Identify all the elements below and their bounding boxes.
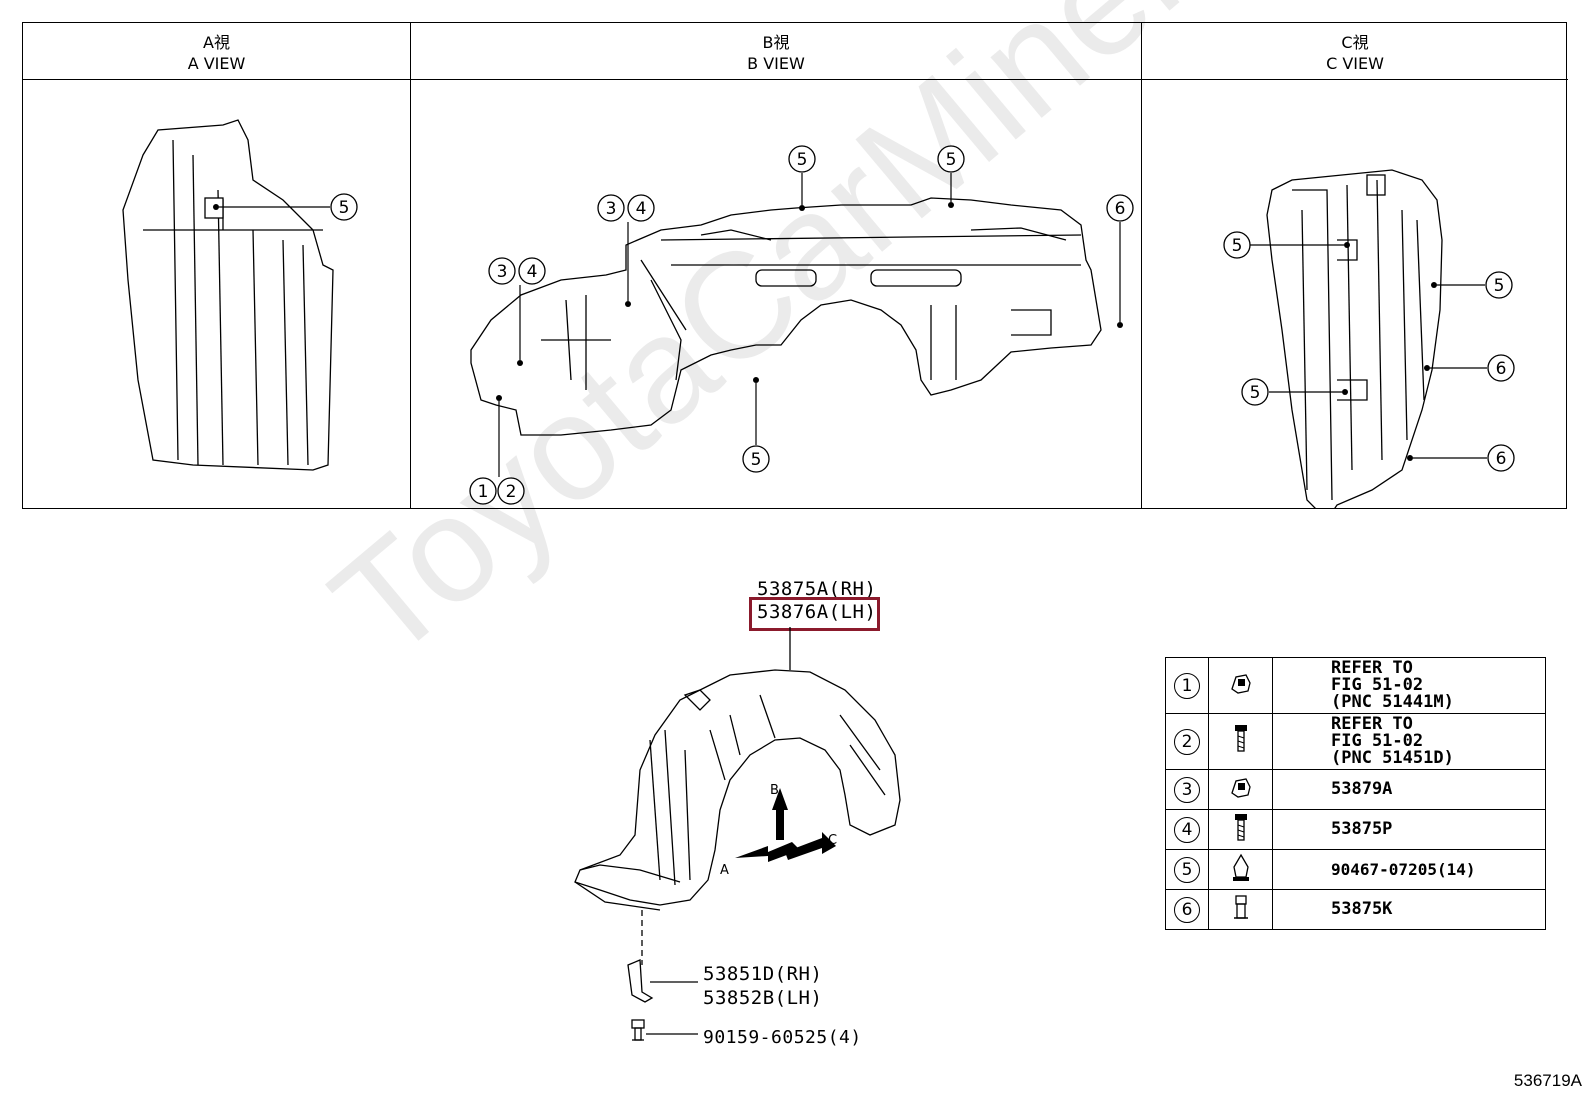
main-part-lh-label[interactable]: 53876A(LH) — [757, 601, 877, 623]
bolt-shape — [631, 1019, 645, 1041]
a-view-title-jp: A視 — [203, 33, 230, 52]
legend-num-4: 4 — [1174, 816, 1200, 843]
svg-text:6: 6 — [1496, 359, 1507, 379]
callout-c6-lower: 6 — [1487, 444, 1515, 472]
callout-b1: 1 — [469, 477, 497, 505]
svg-text:3: 3 — [497, 262, 508, 282]
direction-a-label: A — [720, 863, 729, 878]
main-part-highlight — [749, 597, 880, 631]
direction-c-label: C — [828, 833, 837, 848]
callout-b2: 2 — [497, 477, 525, 505]
screw-icon — [1234, 813, 1247, 841]
callout-c5-lower-left: 5 — [1241, 378, 1269, 406]
a-view-panel: A視 A VIEW 5 — [23, 23, 410, 508]
svg-text:5: 5 — [946, 150, 957, 170]
c-view-header: C視 C VIEW — [1142, 23, 1568, 80]
b-view-title-en: B VIEW — [747, 54, 805, 73]
svg-text:4: 4 — [527, 262, 538, 282]
legend-num-6: 6 — [1174, 896, 1200, 923]
callout-c5-right: 5 — [1485, 271, 1513, 299]
figure-code: 536719A — [1513, 1071, 1582, 1090]
b-view-panel: B視 B VIEW — [410, 23, 1141, 508]
legend-row: 1 REFER TO FIG 51-02 (PNC 51441M) — [1165, 657, 1546, 714]
screw-icon — [1234, 724, 1247, 752]
view-panels: A視 A VIEW 5 B視 B VIEW — [22, 22, 1568, 509]
legend-row: 6 53875K — [1165, 889, 1546, 930]
a-view-header: A視 A VIEW — [23, 23, 410, 80]
c-view-drawing: 5 5 6 5 6 — [1223, 169, 1515, 508]
svg-text:4: 4 — [636, 199, 647, 219]
callout-a5: 5 — [330, 193, 358, 221]
callout-c6-upper: 6 — [1487, 354, 1515, 382]
svg-text:2: 2 — [506, 482, 517, 502]
legend-1-line-3: (PNC 51441M) — [1331, 692, 1454, 712]
b-view-drawing: 5 5 3 4 3 4 6 — [469, 145, 1134, 505]
legend-1-line-2: FIG 51-02 — [1331, 675, 1424, 695]
bracket-shape — [627, 959, 654, 1003]
a-view-title-en: A VIEW — [187, 54, 246, 73]
bracket-rh-label[interactable]: 53851D(RH) — [703, 963, 823, 985]
legend-num-1: 1 — [1174, 672, 1200, 699]
legend-num-5: 5 — [1174, 856, 1200, 883]
svg-text:6: 6 — [1496, 449, 1507, 469]
callout-b4-upper: 4 — [627, 194, 655, 222]
c-view-panel: C視 C VIEW — [1141, 23, 1568, 508]
legend-2-line-1: REFER TO — [1331, 714, 1413, 734]
legend-3-text: 53879A — [1272, 769, 1546, 810]
legend-row: 3 53879A — [1165, 769, 1546, 810]
legend-6-text: 53875K — [1272, 889, 1546, 930]
svg-text:5: 5 — [339, 198, 350, 218]
fastener-legend: 1 REFER TO FIG 51-02 (PNC 51441M) 2 REFE… — [1165, 657, 1546, 930]
bolt-label[interactable]: 90159-60525(4) — [703, 1027, 862, 1048]
legend-row: 5 90467-07205(14) — [1165, 849, 1546, 890]
svg-text:5: 5 — [1232, 236, 1243, 256]
main-part-rh-label[interactable]: 53875A(RH) — [757, 578, 877, 600]
callout-b6: 6 — [1106, 194, 1134, 222]
fender-liner-drawing: B A C — [574, 627, 901, 1041]
bracket-lh-label[interactable]: 53852B(LH) — [703, 987, 823, 1009]
callout-b5-left: 5 — [788, 145, 816, 173]
svg-text:5: 5 — [751, 450, 762, 470]
svg-text:1: 1 — [478, 482, 489, 502]
svg-text:6: 6 — [1115, 199, 1126, 219]
legend-5-text: 90467-07205(14) — [1272, 849, 1546, 890]
c-view-title-jp: C視 — [1341, 33, 1369, 52]
clip-icon — [1230, 673, 1251, 694]
push-clip-icon — [1232, 853, 1249, 881]
svg-text:5: 5 — [797, 150, 808, 170]
legend-2-line-2: FIG 51-02 — [1331, 731, 1424, 751]
callout-b5-bottom: 5 — [742, 445, 770, 473]
b-view-title-jp: B視 — [762, 33, 790, 52]
b-view-header: B視 B VIEW — [411, 23, 1141, 80]
legend-row: 4 53875P — [1165, 809, 1546, 850]
callout-c5-upper-left: 5 — [1223, 231, 1251, 259]
legend-row: 2 REFER TO FIG 51-02 (PNC 51451D) — [1165, 713, 1546, 770]
c-view-title-en: C VIEW — [1326, 54, 1384, 73]
svg-text:5: 5 — [1250, 383, 1261, 403]
callout-b3-upper: 3 — [597, 194, 625, 222]
a-view-drawing: 5 — [122, 119, 358, 471]
legend-2-line-3: (PNC 51451D) — [1331, 748, 1454, 768]
legend-num-3: 3 — [1174, 776, 1200, 803]
callout-b4-lower: 4 — [518, 257, 546, 285]
legend-4-text: 53875P — [1272, 809, 1546, 850]
clip-icon — [1230, 777, 1251, 798]
callout-b3-lower: 3 — [488, 257, 516, 285]
svg-text:3: 3 — [606, 199, 617, 219]
legend-1-line-1: REFER TO — [1331, 658, 1413, 678]
bolt-icon — [1233, 894, 1248, 919]
direction-b-label: B — [770, 783, 779, 798]
legend-num-2: 2 — [1174, 728, 1200, 755]
callout-b5-right: 5 — [937, 145, 965, 173]
svg-text:5: 5 — [1494, 276, 1505, 296]
